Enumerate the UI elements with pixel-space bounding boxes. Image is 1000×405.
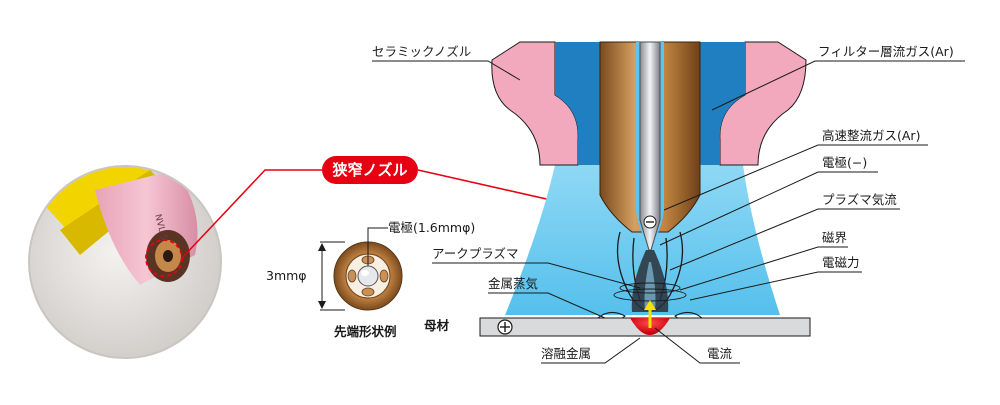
torch-cross-section	[479, 41, 811, 337]
label-molten-metal: 溶融金属	[541, 346, 591, 361]
nozzle-photo: NVL-5	[28, 165, 222, 359]
label-base-metal: 母材	[424, 318, 450, 333]
filter-gas-left	[555, 42, 600, 165]
gas-plume	[505, 165, 780, 315]
filter-gas-right	[700, 42, 745, 165]
label-dimension-3mm: 3mmφ	[266, 268, 307, 283]
tip-gas-ports	[347, 255, 389, 297]
leader-em-force	[689, 271, 862, 301]
label-filter-laminar-gas: フィルター層流ガス(Ar)	[818, 44, 954, 59]
leader-molten-metal	[541, 337, 641, 364]
label-em-force: 電磁力	[822, 255, 860, 270]
label-plasma-flow: プラズマ気流	[822, 192, 897, 207]
leader-metal-vapor	[488, 292, 606, 319]
leader-filter-gas	[711, 60, 965, 111]
label-ceramic-nozzle: セラミックノズル	[372, 44, 471, 59]
label-tip-shape-example: 先端形状例	[334, 324, 397, 339]
narrow-nozzle-label: 狭窄ノズル	[331, 161, 407, 179]
label-electrode-size: 電極(1.6mmφ)	[388, 220, 475, 235]
leader-ceramic-nozzle	[372, 60, 521, 81]
leader-electrode	[659, 171, 878, 246]
leader-magnetic-field	[679, 246, 848, 291]
label-arc-plasma: アークプラズマ	[432, 246, 519, 261]
tip-electrode-center	[357, 265, 379, 287]
leader-arc-plasma	[432, 262, 641, 289]
current-arrowhead	[644, 300, 656, 310]
narrow-nozzle-badge: 狭窄ノズル	[322, 156, 418, 184]
label-electrode-neg: 電極(−)	[822, 155, 867, 170]
label-high-speed-gas: 高速整流ガス(Ar)	[822, 128, 920, 143]
leader-current	[654, 327, 740, 364]
label-current: 電流	[707, 346, 733, 361]
label-magnetic-field: 磁界	[822, 230, 848, 245]
tip-shape-example	[318, 227, 403, 311]
photo-leader	[181, 169, 322, 259]
electrode-size-leader	[367, 227, 388, 266]
label-metal-vapor: 金属蒸気	[488, 276, 538, 291]
leader-high-speed-gas	[663, 144, 928, 211]
leader-plasma-flow	[669, 208, 900, 271]
